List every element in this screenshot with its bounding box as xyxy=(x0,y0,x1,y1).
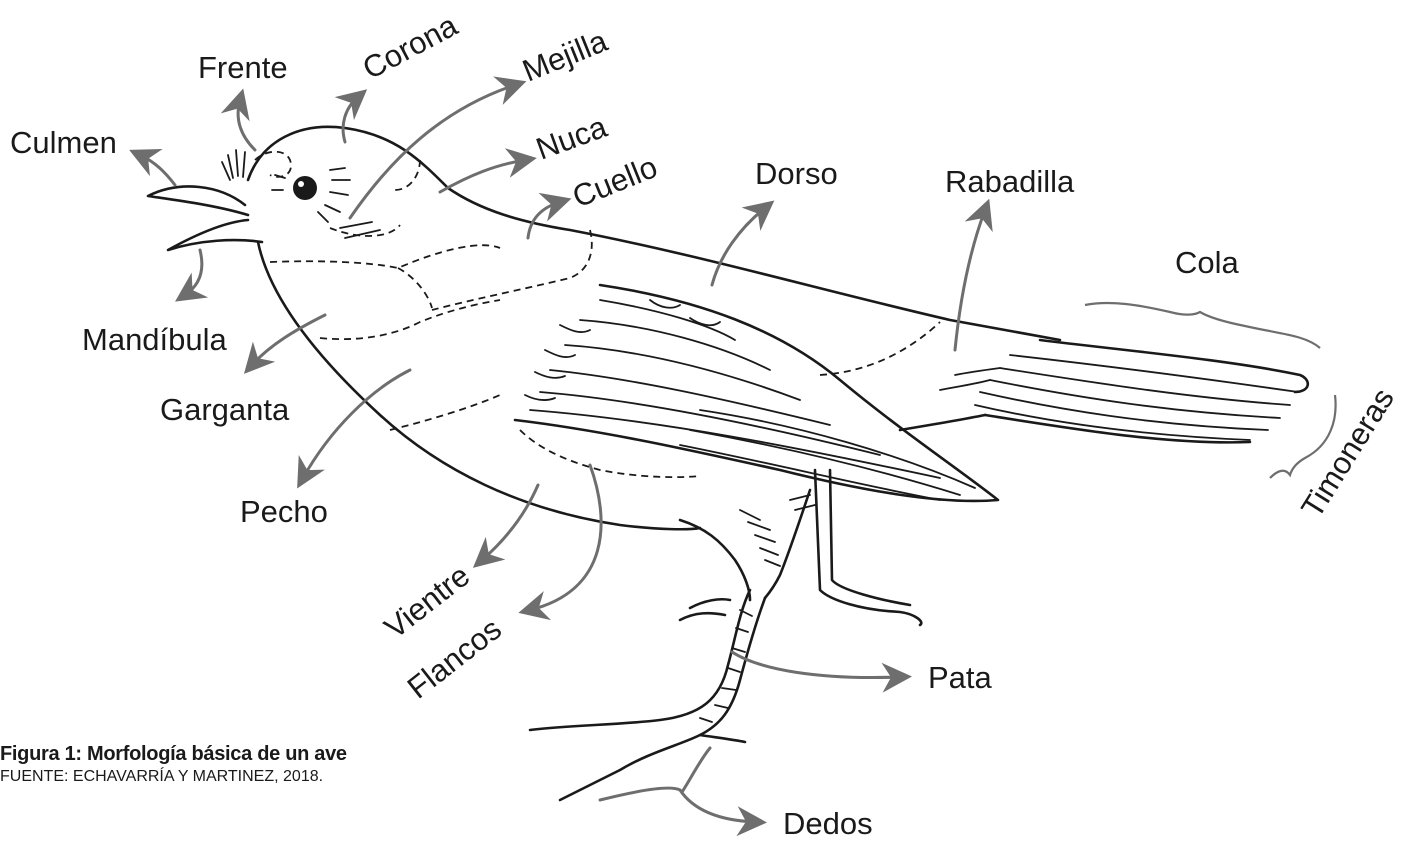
label-frente: Frente xyxy=(198,50,288,85)
caption-title: Figura 1: Morfología básica de un ave xyxy=(0,742,420,766)
label-garganta: Garganta xyxy=(160,392,290,427)
label-timoneras: Timoneras xyxy=(1294,382,1401,524)
label-mejilla: Mejilla xyxy=(518,23,613,89)
tail-feathers xyxy=(940,340,1308,442)
brace-cola xyxy=(1085,303,1320,348)
under-tail xyxy=(900,415,985,430)
label-nuca: Nuca xyxy=(531,109,612,167)
labels: Culmen Frente Corona Mejilla Nuca Cuello… xyxy=(10,7,1401,841)
arrow-garganta xyxy=(252,315,325,365)
bird-illustration xyxy=(148,127,1308,800)
arrow-pecho xyxy=(303,370,410,478)
label-mandibula: Mandíbula xyxy=(82,322,228,357)
arrow-dedos-1 xyxy=(600,788,755,822)
eye xyxy=(293,176,317,200)
arrow-nuca xyxy=(440,160,525,192)
label-corona: Corona xyxy=(357,7,464,86)
arrow-culmen xyxy=(140,155,175,185)
arrow-corona xyxy=(343,97,358,142)
arrow-rabadilla xyxy=(955,210,985,350)
arrow-pata xyxy=(732,652,900,678)
label-cola: Cola xyxy=(1175,245,1240,280)
wing xyxy=(515,285,998,501)
label-cuello: Cuello xyxy=(568,149,663,214)
beak-lower xyxy=(168,220,262,250)
arrow-cuello xyxy=(528,202,560,238)
label-culmen: Culmen xyxy=(10,125,117,160)
body-outline xyxy=(248,127,1060,340)
cheek-strokes xyxy=(272,168,380,238)
arrow-dedos-2 xyxy=(682,748,710,792)
arrow-mandibula xyxy=(185,250,202,295)
label-dedos: Dedos xyxy=(783,806,873,841)
figure-caption: Figura 1: Morfología básica de un ave FU… xyxy=(0,742,420,788)
belly-outline xyxy=(258,242,700,529)
label-rabadilla: Rabadilla xyxy=(945,164,1075,199)
pointer-arrows xyxy=(140,85,1336,822)
arrow-flancos xyxy=(530,465,601,610)
rictal-bristles xyxy=(222,150,245,180)
caption-source: FUENTE: ECHAVARRÍA Y MARTINEZ, 2018. xyxy=(0,766,420,788)
label-pecho: Pecho xyxy=(240,494,328,529)
label-pata: Pata xyxy=(928,660,993,695)
arrow-frente xyxy=(238,100,255,150)
label-dorso: Dorso xyxy=(755,156,838,191)
arrow-mejilla xyxy=(350,85,515,218)
beak-upper xyxy=(148,186,248,215)
